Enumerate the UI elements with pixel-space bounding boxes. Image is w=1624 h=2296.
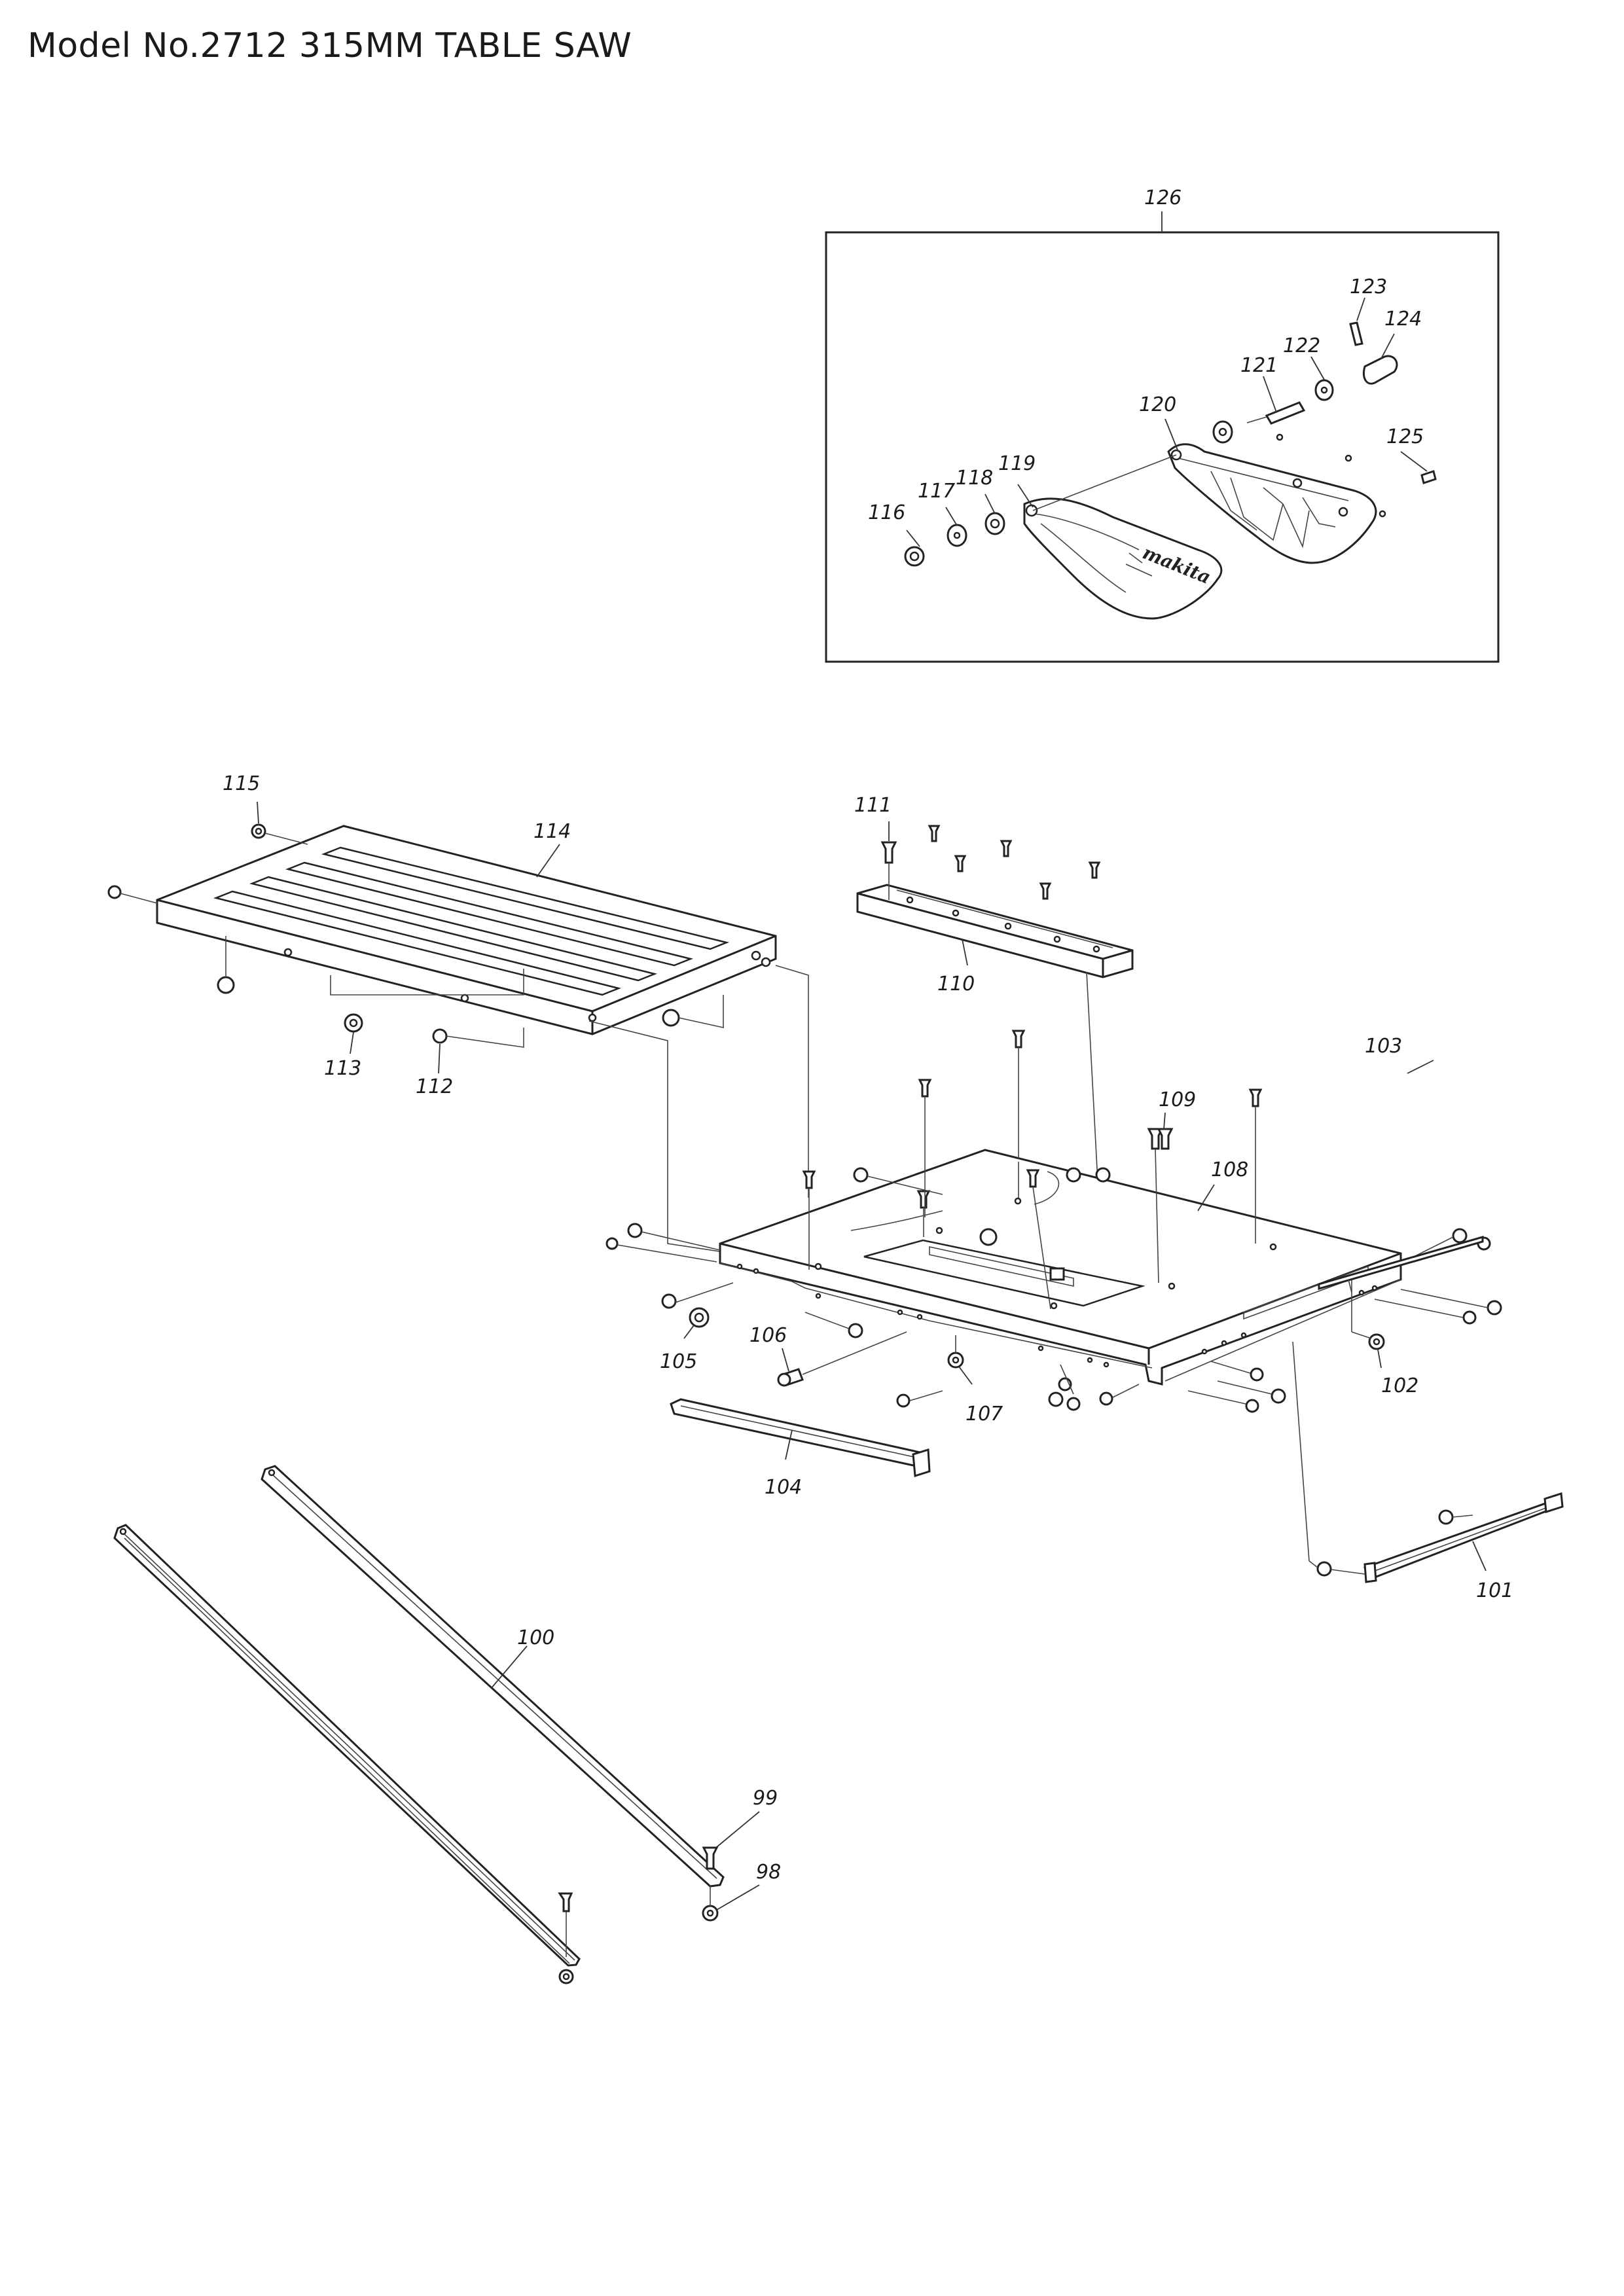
callout-117: 117 (918, 480, 955, 503)
screw-125 (1420, 470, 1437, 484)
hex-nut-116 (904, 546, 925, 567)
screw-101b (1316, 1561, 1332, 1577)
throat-plate-110 (856, 884, 1134, 978)
callout-110: 110 (937, 973, 975, 996)
side-screws-left (605, 1167, 1140, 1411)
washer-122 (1314, 379, 1334, 401)
screw-back (558, 1892, 573, 1912)
nut-left-bottom (217, 976, 235, 994)
bushing-120b (1212, 420, 1233, 444)
callout-106: 106 (749, 1324, 787, 1347)
callout-119: 119 (998, 452, 1036, 475)
brace-100 (261, 1465, 725, 1888)
callout-108: 108 (1211, 1158, 1248, 1181)
screw-115 (251, 823, 266, 839)
callout-103: 103 (1365, 1035, 1402, 1058)
callout-123: 123 (1350, 276, 1387, 298)
screw-99 (702, 1846, 719, 1870)
page-title: Model No.2712 315MM TABLE SAW (27, 26, 632, 65)
bolt-106 (777, 1368, 804, 1387)
spring-pin-123 (1349, 321, 1363, 346)
leader-lines (257, 801, 1487, 1910)
callout-124: 124 (1384, 308, 1422, 331)
callout-121: 121 (1240, 354, 1278, 377)
screw-left (107, 885, 122, 899)
callout-125: 125 (1386, 425, 1424, 448)
screw-111 (880, 841, 897, 864)
knob-105 (689, 1307, 710, 1328)
callout-101: 101 (1476, 1579, 1513, 1602)
pin-121 (1246, 401, 1306, 425)
callout-114: 114 (533, 820, 571, 843)
callout-labels: 126 123 124 122 121 120 125 119 118 117 … (223, 187, 1513, 1884)
callout-113: 113 (324, 1057, 361, 1080)
rail-101 (1363, 1492, 1564, 1583)
callout-99: 99 (753, 1787, 778, 1810)
main-table-screws (802, 1030, 1263, 1310)
nut-98 (702, 1905, 719, 1922)
callout-102: 102 (1381, 1374, 1418, 1397)
nut-back (558, 1969, 574, 1984)
nut-107 (947, 1352, 964, 1369)
callout-118: 118 (956, 467, 993, 490)
nut-113 (344, 1013, 363, 1033)
callout-115: 115 (223, 772, 260, 795)
callout-98: 98 (756, 1861, 781, 1884)
callout-109: 109 (1159, 1088, 1196, 1111)
collar-118 (984, 512, 1005, 535)
blade-guard-half-right (1167, 443, 1377, 564)
callout-116: 116 (868, 501, 905, 524)
callout-107: 107 (965, 1403, 1003, 1426)
main-table-108 (719, 1149, 1402, 1386)
callout-120: 120 (1139, 393, 1176, 416)
bolt-112 (432, 1028, 448, 1044)
callout-111: 111 (854, 794, 892, 817)
knob-124 (1363, 355, 1398, 385)
nut-102 (1368, 1333, 1385, 1350)
rail-104 (670, 1398, 931, 1477)
callout-112: 112 (416, 1075, 453, 1098)
extension-table-114 (156, 825, 777, 1035)
brace-100-back (113, 1524, 581, 1967)
callout-126: 126 (1144, 187, 1182, 209)
callout-122: 122 (1283, 334, 1320, 357)
strip-103 (1318, 1236, 1484, 1290)
bolt-109 (1157, 1128, 1174, 1150)
screw-101a (1438, 1509, 1454, 1525)
callout-100: 100 (517, 1626, 554, 1649)
washer-117 (947, 524, 967, 547)
nut-right-table (662, 1009, 680, 1027)
plate-screws (928, 825, 1101, 900)
blade-guard-half-left (1023, 497, 1223, 620)
callout-104: 104 (765, 1476, 802, 1499)
callout-105: 105 (660, 1350, 697, 1373)
